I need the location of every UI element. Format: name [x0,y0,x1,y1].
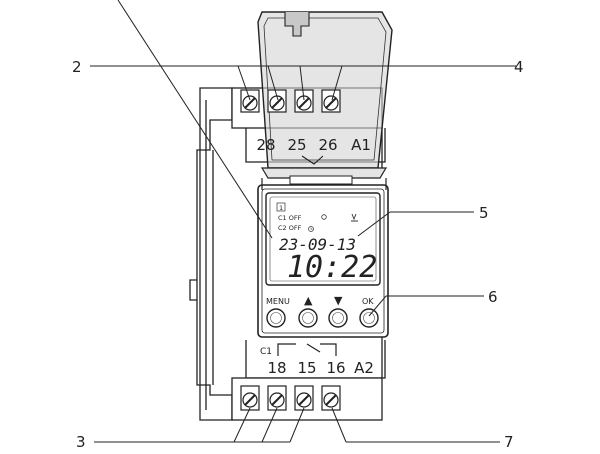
top-terminal-label-a1: A1 [351,136,371,154]
lcd-display: 1 C1 OFF C2 OFF 23-09-13 10:22 [265,192,381,286]
callout-4: 4 [514,58,524,76]
up-button[interactable] [298,308,318,328]
clock-icon [308,226,314,232]
callout-3: 3 [76,433,86,449]
down-button-label: ▼ [334,294,343,307]
c1-state: C1 OFF [278,214,302,222]
screw-terminal-25[interactable] [267,89,287,113]
up-button-label: ▲ [304,294,313,307]
bottom-terminal-label-15: 15 [297,359,316,377]
callout-leaders [90,0,516,443]
leader-1 [117,0,273,239]
callout-5: 5 [479,204,489,222]
time-readout: 10:22 [287,250,377,285]
bottom-terminal-label-16: 16 [326,359,345,377]
top-terminal-label-25: 25 [287,136,306,154]
top-terminal-label-26: 26 [318,136,337,154]
menu-button[interactable] [266,308,286,328]
program-slot: 1 [279,204,283,212]
screw-terminal-26[interactable] [294,89,314,113]
screw-terminal-16[interactable] [294,385,314,411]
screw-terminal-a1[interactable] [321,89,341,113]
top-terminal-label-28: 28 [256,136,275,154]
bottom-terminal-label-18: 18 [267,359,286,377]
bottom-terminal-label-a2: A2 [354,359,374,377]
ok-button[interactable] [359,308,379,328]
down-button[interactable] [328,308,348,328]
bottom-terminal-screws [240,385,341,411]
screw-terminal-a2[interactable] [321,385,341,411]
callout-2: 2 [72,58,82,76]
program-slot-box [276,202,286,212]
screw-terminal-18[interactable] [240,385,260,411]
sun-icon [321,214,327,220]
screw-terminal-15[interactable] [267,385,287,411]
relay-label: C1 [260,347,272,357]
ok-button-label: OK [362,297,374,306]
top-terminal-screws [240,89,341,113]
callout-7: 7 [504,433,514,449]
callout-6: 6 [488,288,498,306]
menu-button-label: MENU [266,297,290,306]
link-25-26 [301,155,324,165]
manual-override-icon [351,213,358,222]
relay-contact-symbol [277,343,337,356]
date-readout: 23-09-13 [279,235,356,254]
c2-state: C2 OFF [278,224,302,232]
screw-terminal-28[interactable] [240,89,260,113]
